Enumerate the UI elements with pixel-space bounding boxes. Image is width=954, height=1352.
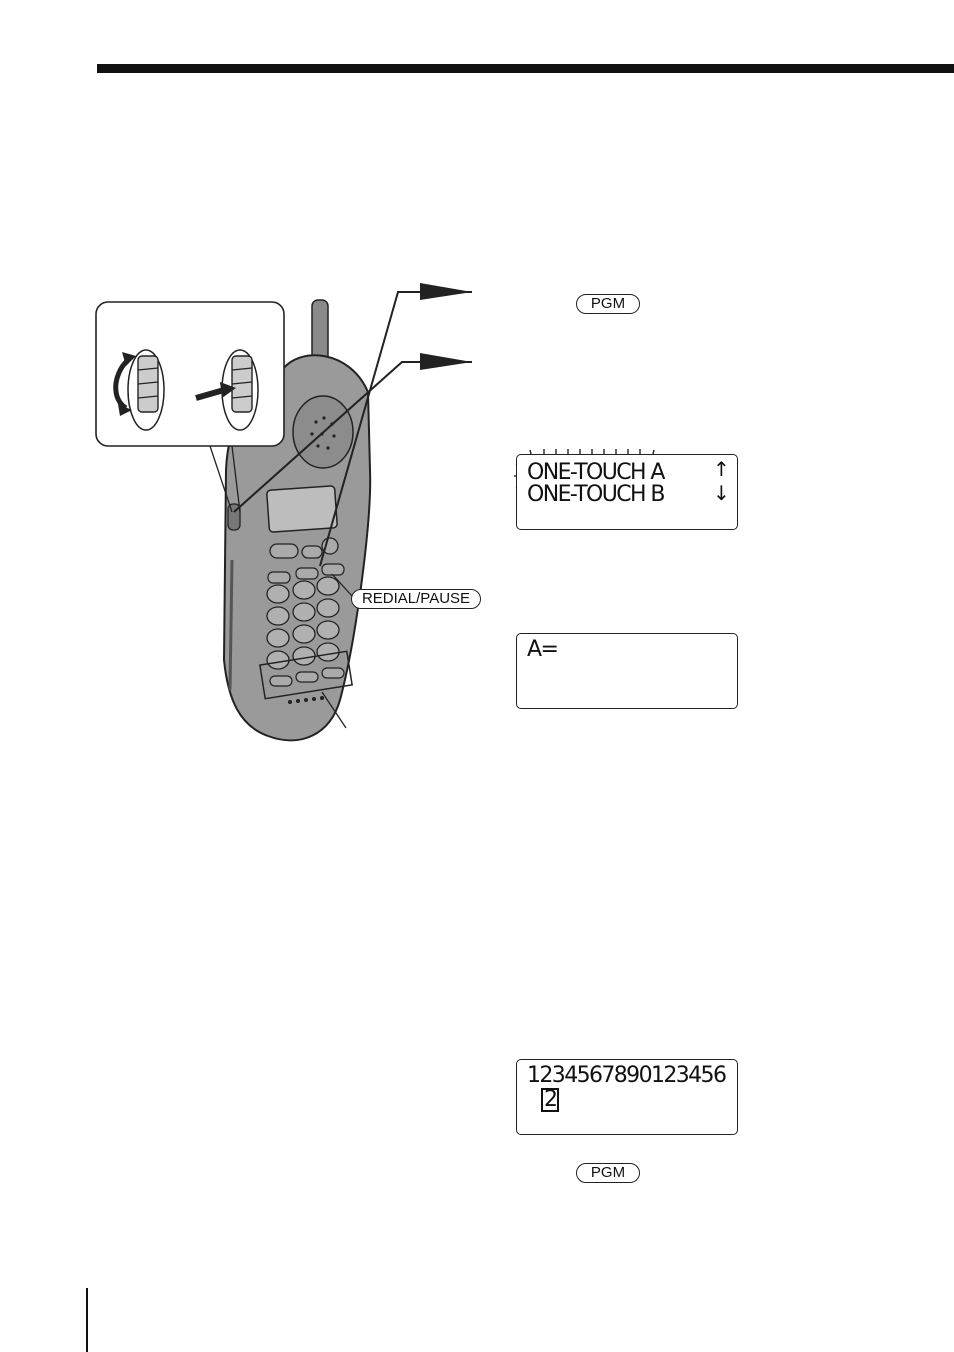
one-touch-highlight: [259, 650, 353, 700]
keypad: [266, 576, 340, 670]
lcd-entry-line-1: A=: [527, 637, 559, 662]
blinking-cursor: 2: [541, 1088, 560, 1112]
header-rule: [97, 64, 954, 73]
press-arrow: [195, 387, 225, 401]
leader-one-touch: [321, 691, 347, 729]
lcd-menu-display: ONE-TOUCH A ONE-TOUCH B ↑ ↓: [516, 454, 738, 530]
pgm-button-bottom[interactable]: PGM: [576, 1163, 640, 1183]
redial-pause-button[interactable]: REDIAL/PAUSE: [351, 589, 481, 609]
pgm-button[interactable]: PGM: [576, 294, 640, 314]
one-touch-buttons: [269, 667, 345, 687]
rotate-arrow: [113, 358, 130, 411]
lcd-menu-line-2: ONE-TOUCH B: [527, 482, 665, 507]
lcd-number-line-1: 1234567890123456: [527, 1063, 727, 1088]
lcd-number-display: 1234567890123456 2: [516, 1059, 738, 1135]
scroll-down-icon: ↓: [713, 481, 730, 505]
lcd-entry-display: A=: [516, 633, 738, 709]
handset-screen: [266, 485, 338, 533]
lcd-number-line-2: 2: [541, 1088, 560, 1112]
page-margin-rule: [86, 1288, 88, 1352]
scroll-up-icon: ↑: [713, 457, 730, 481]
leader-redial: [331, 573, 353, 597]
antenna: [311, 299, 329, 363]
lcd-menu-line-1: ONE-TOUCH A: [527, 460, 665, 485]
